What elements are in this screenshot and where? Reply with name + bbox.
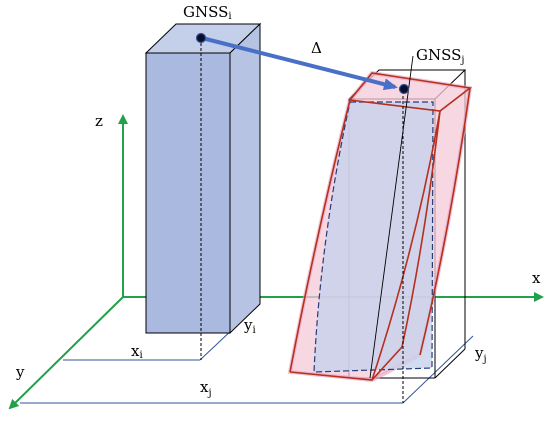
displacement-arrow xyxy=(201,36,398,91)
y-axis-label: y xyxy=(15,363,25,381)
column-i-side-face xyxy=(229,22,261,335)
gnss-i-marker xyxy=(195,32,207,44)
deformed-front-right-edge xyxy=(371,110,441,381)
deformed-back-edge xyxy=(419,87,471,356)
y-axis xyxy=(8,296,124,410)
tilted-centerline xyxy=(369,55,414,379)
yi-label: yi xyxy=(243,316,256,336)
gnss-j-marker xyxy=(398,83,410,95)
yj-dimension-line xyxy=(402,335,474,404)
column-j-bottom-side-edge xyxy=(434,348,466,379)
xi-label: xi xyxy=(131,342,143,361)
z-axis-label: z xyxy=(95,112,103,130)
deformed-column xyxy=(287,55,473,383)
deformed-left-edge xyxy=(289,99,351,373)
deformed-bottom-edges xyxy=(289,346,403,381)
gnss-i-label: GNSSi xyxy=(183,3,232,22)
column-i-front-face xyxy=(145,52,231,334)
deformed-inner-edge xyxy=(401,110,441,348)
xj-label: xj xyxy=(200,378,212,399)
coordinate-axes xyxy=(8,114,544,410)
gnss-j-label: GNSSj xyxy=(416,46,465,66)
x-axis-label: x xyxy=(532,269,541,287)
deformed-column-outline xyxy=(289,72,472,381)
delta-label: Δ xyxy=(311,39,322,57)
deformed-column-ghost xyxy=(313,101,434,373)
yj-label: yj xyxy=(474,344,487,365)
column-i xyxy=(144,22,262,360)
